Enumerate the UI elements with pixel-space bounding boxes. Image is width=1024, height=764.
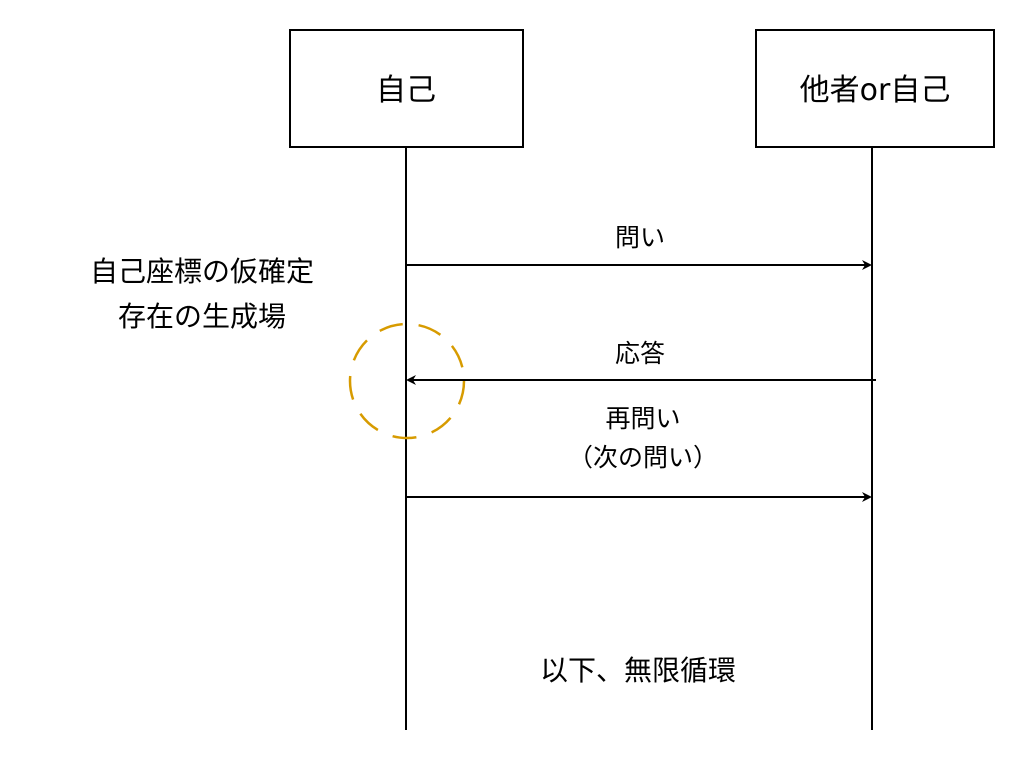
message-requestion-label-bg xyxy=(546,398,741,480)
loop-note-label: 以下、無限循環 xyxy=(540,654,736,687)
participant-self-label: 自己 xyxy=(376,73,436,108)
participant-other-box xyxy=(755,29,995,148)
side-note-line2: 存在の生成場 xyxy=(118,300,286,333)
message-requestion-line1: 再問い xyxy=(605,404,680,433)
message-response: 応答 xyxy=(406,334,876,385)
loop-note-bg xyxy=(494,612,756,730)
participant-self-box xyxy=(289,29,524,148)
message-response-label-bg xyxy=(606,334,676,372)
participant-other: 他者or自己 xyxy=(755,29,995,148)
side-note: 自己座標の仮確定 存在の生成場 xyxy=(90,255,314,333)
loop-note: 以下、無限循環 xyxy=(494,612,756,730)
message-question: 問い xyxy=(406,215,872,270)
message-requestion: 再問い （次の問い） xyxy=(406,398,872,502)
message-requestion-line2: （次の問い） xyxy=(568,443,718,472)
message-question-label: 問い xyxy=(615,223,665,252)
message-question-label-bg xyxy=(612,215,672,255)
participant-self: 自己 xyxy=(289,29,524,148)
side-note-line1: 自己座標の仮確定 xyxy=(90,255,314,288)
message-response-label: 応答 xyxy=(615,339,665,368)
participant-other-label: 他者or自己 xyxy=(800,73,951,108)
